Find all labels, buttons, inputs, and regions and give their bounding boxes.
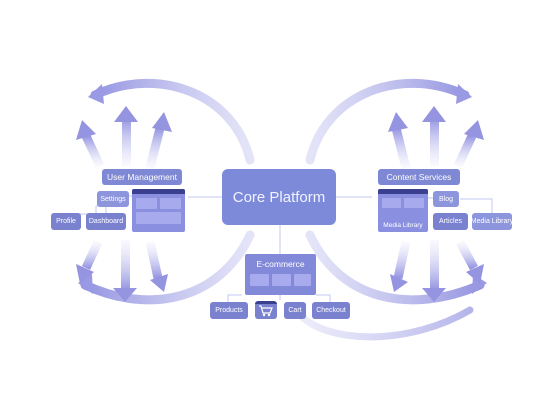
window-icon <box>132 189 185 232</box>
content-services-header[interactable]: Content Services <box>378 169 460 185</box>
checkout-chip[interactable]: Checkout <box>312 302 350 319</box>
core-platform-label: Core Platform <box>232 188 326 206</box>
ecommerce-title: E-commerce <box>256 259 305 269</box>
content-services-title: Content Services <box>386 172 452 182</box>
window-icon: Media Library <box>378 189 428 232</box>
articles-chip[interactable]: Articles <box>433 213 468 230</box>
user-management-title: User Management <box>107 172 177 182</box>
media-library-chip[interactable]: Media Library <box>470 213 514 230</box>
user-management-header[interactable]: User Management <box>102 169 182 185</box>
cart-chip[interactable]: Cart <box>284 302 306 319</box>
articles-label: Articles <box>439 218 462 225</box>
cart-label: Cart <box>288 307 302 314</box>
arrow-icon <box>76 106 172 170</box>
ecommerce-panel[interactable]: E-commerce <box>245 254 316 295</box>
profile-chip[interactable]: Profile <box>51 213 81 230</box>
arrow-icon <box>76 240 168 302</box>
media-library-label: Media Library <box>383 222 423 229</box>
media-library-2-label: Media Library <box>470 218 514 225</box>
dashboard-label: Dashboard <box>88 218 124 225</box>
blog-label: Blog <box>438 195 453 203</box>
products-chip[interactable]: Products <box>210 302 248 319</box>
arrow-icon <box>390 239 484 302</box>
core-platform-node[interactable]: Core Platform <box>222 169 336 225</box>
blog-chip[interactable]: Blog <box>433 191 459 207</box>
arrow-icon <box>80 78 485 341</box>
checkout-label: Checkout <box>316 307 346 314</box>
settings-label: Settings <box>100 195 126 203</box>
profile-label: Profile <box>56 218 76 225</box>
products-label: Products <box>215 307 243 314</box>
cart-icon <box>255 301 277 319</box>
dashboard-chip[interactable]: Dashboard <box>86 213 126 230</box>
settings-chip[interactable]: Settings <box>97 191 129 207</box>
arrow-icon <box>388 106 484 170</box>
